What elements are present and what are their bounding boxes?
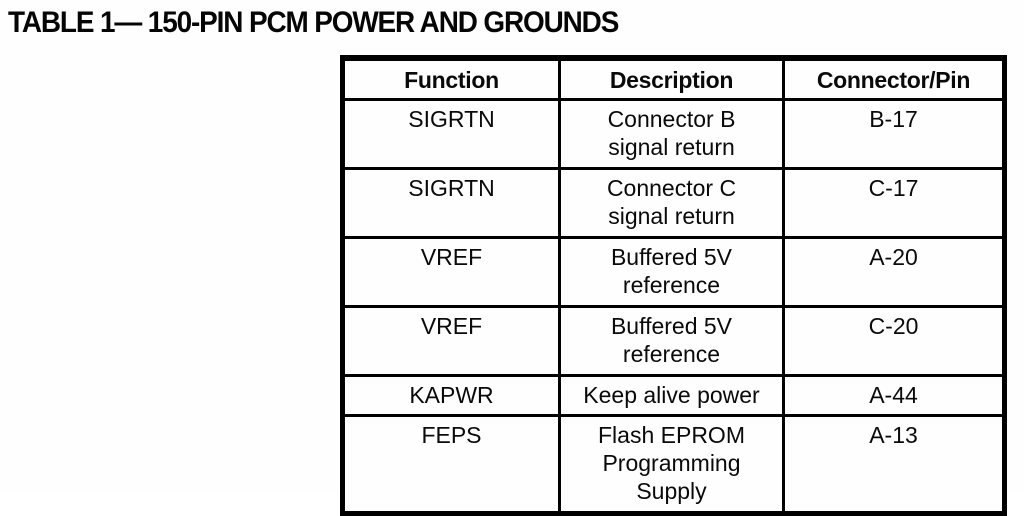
function-cell: VREF (341, 236, 561, 308)
column-header-description: Description (558, 56, 785, 101)
function-cell: VREF (341, 305, 561, 377)
description-cell: Buffered 5V reference (558, 236, 785, 308)
table-title: TABLE 1— 150-PIN PCM POWER AND GROUNDS (8, 6, 619, 39)
description-cell: Flash EPROM Programming Supply (558, 414, 785, 515)
description-cell: Connector C signal return (558, 167, 785, 239)
connector-pin-cell: A-13 (782, 414, 1006, 515)
pcm-power-grounds-table: Function Description Connector/Pin SIGRT… (340, 55, 1007, 516)
connector-pin-cell: B-17 (782, 98, 1006, 170)
column-header-connector-pin: Connector/Pin (782, 56, 1006, 101)
table-row: KAPWR Keep alive power A-44 (341, 374, 1006, 417)
function-cell: KAPWR (341, 374, 561, 417)
scanned-document-page: TABLE 1— 150-PIN PCM POWER AND GROUNDS F… (8, 6, 1007, 516)
table-row: FEPS Flash EPROM Programming Supply A-13 (341, 414, 1006, 515)
connector-pin-cell: A-20 (782, 236, 1006, 308)
table-row: VREF Buffered 5V reference A-20 (341, 236, 1006, 308)
description-cell: Keep alive power (558, 374, 785, 417)
description-cell: Connector B signal return (558, 98, 785, 170)
table-row: SIGRTN Connector B signal return B-17 (341, 98, 1006, 170)
table-header-row: Function Description Connector/Pin (341, 56, 1006, 101)
table-row: SIGRTN Connector C signal return C-17 (341, 167, 1006, 239)
connector-pin-cell: A-44 (782, 374, 1006, 417)
function-cell: FEPS (341, 414, 561, 515)
function-cell: SIGRTN (341, 167, 561, 239)
table-row: VREF Buffered 5V reference C-20 (341, 305, 1006, 377)
connector-pin-cell: C-17 (782, 167, 1006, 239)
description-cell: Buffered 5V reference (558, 305, 785, 377)
connector-pin-cell: C-20 (782, 305, 1006, 377)
column-header-function: Function (341, 56, 561, 101)
function-cell: SIGRTN (341, 98, 561, 170)
